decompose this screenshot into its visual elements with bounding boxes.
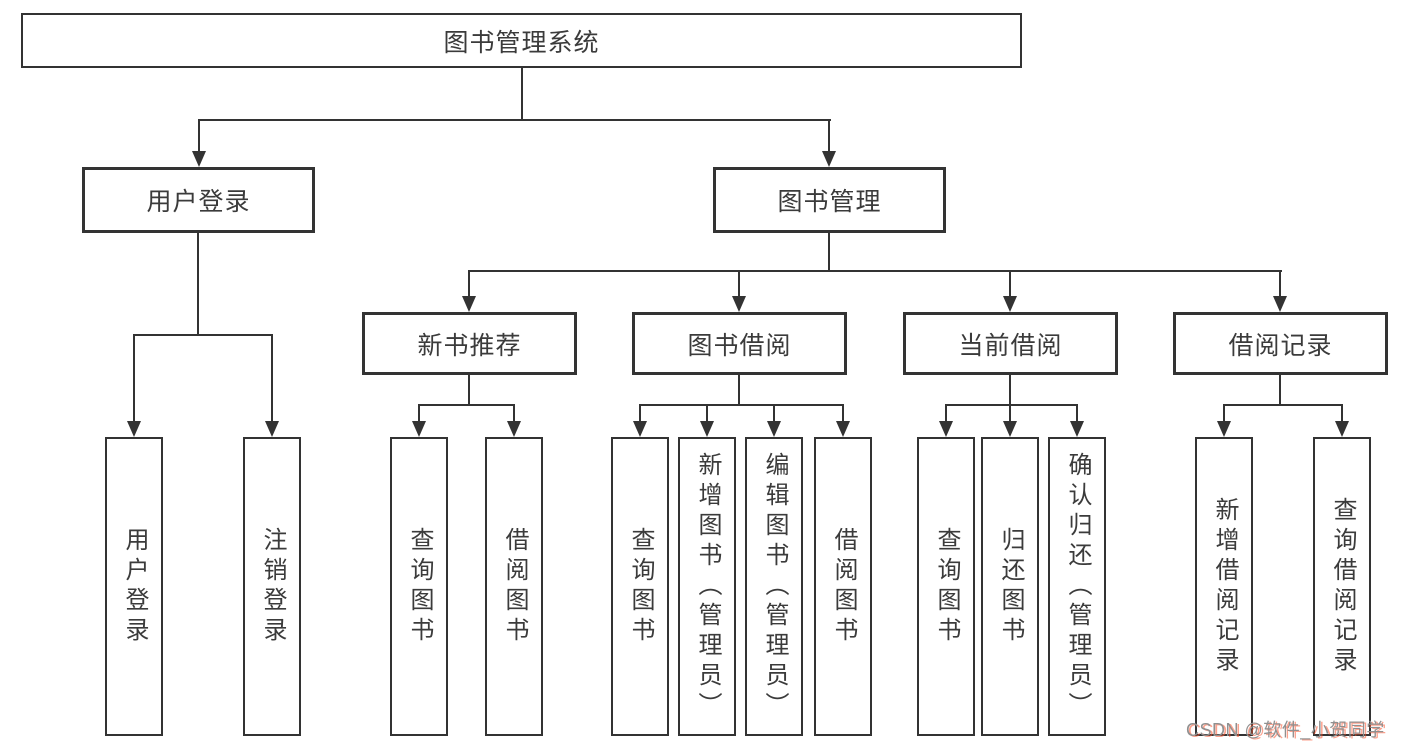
- node-label: 图书管理系统: [443, 28, 600, 57]
- node-label: 查询图书: [933, 526, 960, 647]
- node-label: 图书借阅: [687, 331, 792, 360]
- connector-line: [198, 119, 831, 121]
- connector-line: [706, 404, 708, 423]
- leaf-logout: 注销登录: [243, 437, 301, 736]
- node-label: 图书管理: [777, 188, 882, 216]
- leaf-borrow-book: 借阅图书: [814, 437, 872, 736]
- connector-line: [513, 404, 515, 423]
- connector-line: [468, 270, 470, 298]
- connector-line: [133, 334, 135, 423]
- arrow-down-icon: [633, 421, 647, 437]
- node-label: 编辑图书（管理员）: [761, 451, 788, 722]
- leaf-query-borrow-record: 查询借阅记录: [1313, 437, 1371, 736]
- node-book-borrow: 图书借阅: [632, 312, 847, 375]
- connector-line: [1279, 270, 1281, 298]
- csdn-watermark: CSDN @软件_小贺同学: [1186, 720, 1385, 740]
- node-label: 查询图书: [627, 526, 654, 647]
- arrow-down-icon: [836, 421, 850, 437]
- connector-line: [133, 334, 273, 336]
- leaf-borrow-book-recommend: 借阅图书: [485, 437, 543, 736]
- leaf-return-book: 归还图书: [981, 437, 1039, 736]
- arrow-down-icon: [822, 151, 836, 167]
- node-label: 归还图书: [997, 526, 1024, 647]
- node-label: 用户登录: [121, 526, 148, 647]
- arrow-down-icon: [412, 421, 426, 437]
- connector-line: [521, 68, 523, 120]
- node-current-borrow: 当前借阅: [903, 312, 1118, 375]
- connector-line: [828, 233, 830, 271]
- connector-line: [639, 404, 844, 406]
- connector-line: [418, 404, 515, 406]
- connector-line: [828, 119, 830, 153]
- arrow-down-icon: [1070, 421, 1084, 437]
- node-root-system: 图书管理系统: [21, 13, 1022, 68]
- connector-line: [197, 233, 199, 335]
- connector-line: [842, 404, 844, 423]
- node-user-login: 用户登录: [82, 167, 315, 233]
- connector-line: [945, 404, 1078, 406]
- node-label: 查询借阅记录: [1329, 496, 1356, 677]
- connector-line: [945, 404, 947, 423]
- node-label: 注销登录: [259, 526, 286, 647]
- connector-line: [738, 270, 740, 298]
- leaf-query-book-current: 查询图书: [917, 437, 975, 736]
- connector-line: [1279, 375, 1281, 405]
- leaf-add-book-admin: 新增图书（管理员）: [678, 437, 736, 736]
- arrow-down-icon: [192, 151, 206, 167]
- arrow-down-icon: [1335, 421, 1349, 437]
- connector-line: [639, 404, 641, 423]
- leaf-confirm-return-admin: 确认归还（管理员）: [1048, 437, 1106, 736]
- connector-line: [418, 404, 420, 423]
- arrow-down-icon: [265, 421, 279, 437]
- node-label: 查询图书: [406, 526, 433, 647]
- arrow-down-icon: [1217, 421, 1231, 437]
- leaf-add-borrow-record: 新增借阅记录: [1195, 437, 1253, 736]
- node-label: 用户登录: [146, 188, 251, 216]
- connector-line: [468, 375, 470, 405]
- leaf-query-book-borrow: 查询图书: [611, 437, 669, 736]
- node-label: 新增借阅记录: [1211, 496, 1238, 677]
- leaf-query-book-recommend: 查询图书: [390, 437, 448, 736]
- node-label: 借阅记录: [1228, 331, 1333, 360]
- connector-line: [1009, 270, 1011, 298]
- leaf-user-login: 用户登录: [105, 437, 163, 736]
- connector-line: [198, 119, 200, 153]
- node-label: 借阅图书: [501, 526, 528, 647]
- arrow-down-icon: [1003, 296, 1017, 312]
- arrow-down-icon: [507, 421, 521, 437]
- node-borrow-record: 借阅记录: [1173, 312, 1388, 375]
- arrow-down-icon: [732, 296, 746, 312]
- arrow-down-icon: [1273, 296, 1287, 312]
- arrow-down-icon: [767, 421, 781, 437]
- node-label: 借阅图书: [830, 526, 857, 647]
- connector-line: [1223, 404, 1343, 406]
- connector-line: [1009, 375, 1011, 405]
- node-new-book-recommend: 新书推荐: [362, 312, 577, 375]
- node-label: 新书推荐: [417, 331, 522, 360]
- connector-line: [271, 334, 273, 423]
- connector-line: [773, 404, 775, 423]
- arrow-down-icon: [462, 296, 476, 312]
- leaf-edit-book-admin: 编辑图书（管理员）: [745, 437, 803, 736]
- connector-line: [738, 375, 740, 405]
- node-book-management: 图书管理: [713, 167, 946, 233]
- connector-line: [468, 270, 1282, 272]
- arrow-down-icon: [1003, 421, 1017, 437]
- node-label: 当前借阅: [958, 331, 1063, 360]
- arrow-down-icon: [700, 421, 714, 437]
- connector-line: [1223, 404, 1225, 423]
- connector-line: [1009, 404, 1011, 423]
- node-label: 新增图书（管理员）: [694, 451, 721, 722]
- node-label: 确认归还（管理员）: [1064, 451, 1091, 722]
- connector-line: [1341, 404, 1343, 423]
- arrow-down-icon: [939, 421, 953, 437]
- connector-line: [1076, 404, 1078, 423]
- arrow-down-icon: [127, 421, 141, 437]
